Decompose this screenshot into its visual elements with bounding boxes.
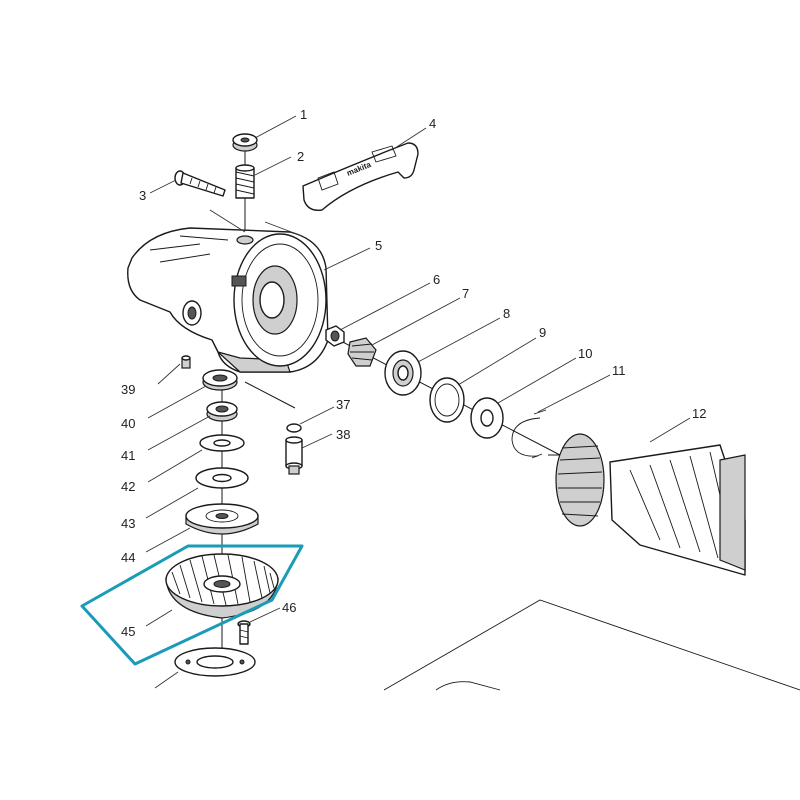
label-43: 43 — [121, 516, 135, 531]
label-39: 39 — [121, 382, 135, 397]
part-8-bearing[interactable] — [384, 350, 422, 396]
axis-line-pin — [244, 381, 296, 409]
label-42: 42 — [121, 479, 135, 494]
part-43-washer[interactable] — [195, 467, 249, 489]
part-3-bolt[interactable] — [174, 170, 226, 197]
background-assembly — [383, 599, 800, 691]
part-7-pinion[interactable] — [347, 337, 377, 367]
label-37: 37 — [336, 397, 350, 412]
part-5-gear-housing[interactable] — [127, 227, 329, 373]
part-41-nut[interactable] — [206, 401, 238, 422]
part-42-washer[interactable] — [199, 434, 245, 452]
label-12: 12 — [692, 406, 706, 421]
label-38: 38 — [336, 427, 350, 442]
part-37-o-ring[interactable] — [286, 423, 302, 433]
part-39-set-screw[interactable] — [181, 355, 191, 369]
part-10-washer[interactable] — [470, 397, 504, 439]
label-7: 7 — [462, 286, 469, 301]
label-3: 3 — [139, 188, 146, 203]
label-40: 40 — [121, 416, 135, 431]
label-2: 2 — [297, 149, 304, 164]
label-46: 46 — [282, 600, 296, 615]
part-45-spiral-bevel-gear[interactable] — [165, 553, 279, 619]
part-44-retainer[interactable] — [185, 503, 259, 535]
label-11: 11 — [612, 363, 626, 378]
label-5: 5 — [375, 238, 382, 253]
part-1-washer[interactable] — [232, 133, 258, 152]
part-9-sleeve[interactable] — [429, 377, 465, 423]
label-10: 10 — [578, 346, 592, 361]
label-4: 4 — [429, 116, 436, 131]
part-11-retaining-ring[interactable] — [511, 409, 547, 459]
part-6-nut[interactable] — [325, 325, 345, 347]
label-44: 44 — [121, 550, 135, 565]
label-8: 8 — [503, 306, 510, 321]
part-46-screw[interactable] — [237, 620, 251, 645]
label-1: 1 — [300, 107, 307, 122]
bottom-plate — [174, 647, 256, 677]
part-4-grip-cover[interactable]: makita — [302, 142, 419, 211]
label-45: 45 — [121, 624, 135, 639]
part-40-bearing[interactable] — [202, 369, 238, 391]
label-9: 9 — [539, 325, 546, 340]
part-38-pin[interactable] — [285, 436, 303, 475]
part-12-armature[interactable] — [548, 433, 746, 576]
highlight-outline — [80, 544, 304, 666]
label-6: 6 — [433, 272, 440, 287]
part-2-spring[interactable] — [235, 164, 255, 199]
label-41: 41 — [121, 448, 135, 463]
part-labels: 1 2 3 4 5 6 7 8 9 10 11 12 37 38 39 40 4… — [121, 107, 706, 639]
leader-lines — [145, 115, 691, 689]
